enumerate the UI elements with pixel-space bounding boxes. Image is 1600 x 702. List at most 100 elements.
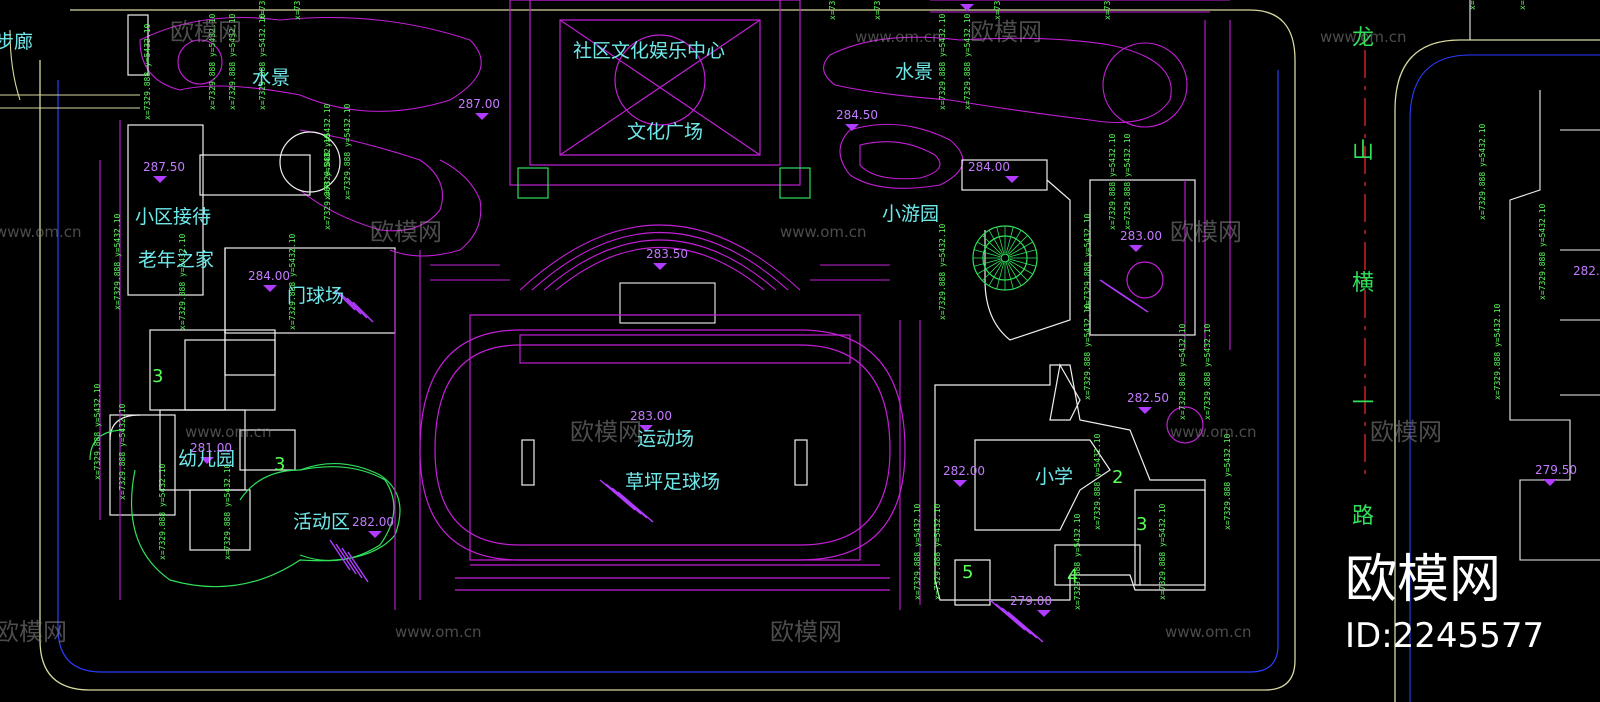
pavilion-ray	[996, 262, 1005, 290]
label-water-feature-left: 水景	[252, 67, 290, 89]
coordinate-annotation: x=7329.888 y=5432.10	[158, 463, 167, 560]
coordinate-annotation: x=7329.888 y=5432.10	[323, 103, 332, 200]
coordinate-annotation: x=7329.888 y=5432.10	[113, 213, 122, 310]
coordinate-annotation: x=7329.888 y=5432.10	[228, 13, 237, 110]
watermark-url-6: www.om.cn	[1170, 423, 1257, 441]
drainage-arrow	[995, 603, 1032, 635]
label-culture-square: 文化广场	[627, 121, 703, 143]
coordinate-annotation: x=7329.888 y=5432.10	[1538, 203, 1547, 300]
building-number-school-2: 2	[1112, 467, 1123, 488]
elevation-283-00-field: 283.00	[630, 409, 672, 423]
coordinate-annotation: x=7329.888 y=5432.10	[993, 0, 1002, 20]
label-football-field: 草坪足球场	[625, 471, 720, 493]
elevation-triangle	[653, 263, 667, 270]
coordinate-annotation: x=7329.888 y=5432.10	[938, 13, 947, 110]
amphitheatre-steps	[430, 224, 890, 324]
coordinate-annotation: x=7329.888 y=5432.10	[963, 13, 972, 110]
coordinate-annotation: x=7329.888 y=5432.10	[1103, 0, 1112, 20]
sports-field	[419, 314, 906, 591]
coordinate-annotation: x=7329.888 y=5432.10	[293, 0, 302, 20]
drainage-arrow	[989, 599, 1026, 631]
elevation-287-00: 287.00	[458, 97, 500, 111]
coordinate-annotation: x=7329.888 y=5432.10	[208, 13, 217, 110]
drainage-arrow	[335, 543, 357, 575]
coordinate-annotation: x=7329.888 y=5432.10	[1478, 123, 1487, 220]
elevation-triangle	[1138, 407, 1152, 414]
water-features	[139, 16, 1188, 257]
pavilion-ray	[1008, 261, 1028, 281]
drainage-arrow	[352, 301, 374, 323]
elevation-279-00: 279.00	[1010, 594, 1052, 608]
pavilion-ray	[982, 235, 1002, 255]
drainage-arrow	[1007, 611, 1044, 643]
coordinate-annotation: x=7329.888 y=5432.10	[873, 0, 882, 20]
watermark-url-8: www.om.cn	[1165, 623, 1252, 641]
pavilion-rays	[973, 226, 1037, 290]
watermark-brand-3: 欧模网	[370, 218, 442, 246]
watermark-brand-4: 欧模网	[1170, 218, 1242, 246]
coordinate-annotation: x=7329.888 y=5432.10	[1158, 503, 1167, 600]
road-char-2: 山	[1352, 139, 1374, 164]
elevation-284-50: 284.50	[836, 108, 878, 122]
coordinate-annotation: x=7329.888 y=5432.10	[223, 463, 232, 560]
pavilion-ray	[1005, 226, 1014, 254]
coordinate-annotation: x=7329.888 y=5432.10	[143, 23, 152, 120]
coordinate-annotation: x=7329.888 y=5432.10	[343, 103, 352, 200]
elevation-triangle	[368, 531, 382, 538]
elevation-triangle	[1543, 479, 1557, 486]
drainage-arrow	[346, 297, 368, 319]
drainage-arrow	[605, 483, 642, 515]
drainage-arrow	[617, 491, 654, 523]
coordinate-annotation: x=7329.888 y=5432.10	[288, 233, 297, 330]
coordinate-annotation: x=7329.888 y=5432.10	[1083, 213, 1092, 310]
pavilion-ray	[1009, 241, 1033, 256]
coordinate-annotation: x=7329.888 y=5432.10	[1203, 323, 1212, 420]
coordinate-annotation: x=7329.888 y=5432.10	[1073, 513, 1082, 610]
coordinate-annotation: x=7329.888 y=5432.10	[258, 13, 267, 110]
elevation-283-00-right: 283.00	[1120, 229, 1162, 243]
elevation-triangle	[1129, 245, 1143, 252]
drainage-arrow	[611, 487, 648, 519]
site-boundary	[0, 9, 1600, 702]
elevation-triangle	[639, 425, 653, 432]
elevation-triangle	[845, 124, 859, 131]
right-block-building	[1469, 0, 1600, 561]
label-reception: 小区接待	[135, 206, 211, 228]
label-elderly-home: 老年之家	[138, 249, 214, 271]
label-small-garden: 小游园	[882, 203, 939, 225]
label-gateball: 门球场	[287, 285, 344, 307]
label-water-feature-right: 水景	[895, 61, 933, 83]
elevation-triangle	[960, 4, 974, 11]
label-community-center: 社区文化娱乐中心	[573, 40, 725, 62]
coordinate-annotation: x=7329.888 y=5432.10	[1518, 0, 1527, 10]
drainage-arrow	[341, 547, 363, 579]
watermark-brand-1: 欧模网	[170, 18, 242, 46]
elevation-triangle	[153, 176, 167, 183]
pavilion-ray	[977, 241, 1001, 256]
watermark-url-2: www.om.cn	[1320, 28, 1407, 46]
corner-id: ID:2245577	[1345, 616, 1544, 656]
primary-school	[934, 363, 1206, 606]
watermark-brand-2: 欧模网	[970, 18, 1042, 46]
coordinate-annotation: x=7329.888 y=5432.10	[828, 0, 837, 20]
road-char-1: 龙	[1352, 26, 1374, 51]
elevation-282-00-school: 282.00	[943, 464, 985, 478]
elevation-281-00: 281.00	[190, 441, 232, 455]
watermark-brand-5: 欧模网	[570, 418, 642, 446]
watermark-url-4: www.om.cn	[780, 223, 867, 241]
building-number-school-5: 5	[962, 562, 973, 583]
watermark-brand-8: 欧模网	[770, 618, 842, 646]
elevation-triangle	[200, 457, 214, 464]
elevation-279-50: 279.50	[1535, 463, 1577, 477]
drainage-arrow	[347, 551, 369, 583]
pavilion-ray	[988, 230, 1003, 254]
label-kindergarten: 幼儿园	[178, 448, 235, 470]
watermark-url-1: www.om.cn	[855, 28, 942, 46]
coordinate-annotation: x=7329.888 y=5432.10	[1468, 0, 1477, 10]
drainage-arrow	[329, 539, 351, 571]
kindergarten-buildings	[109, 329, 296, 551]
elevation-283-50: 283.50	[646, 247, 688, 261]
label-primary-school: 小学	[1035, 466, 1073, 488]
road-char-4: 一	[1352, 391, 1374, 416]
drainage-arrow	[334, 289, 356, 311]
